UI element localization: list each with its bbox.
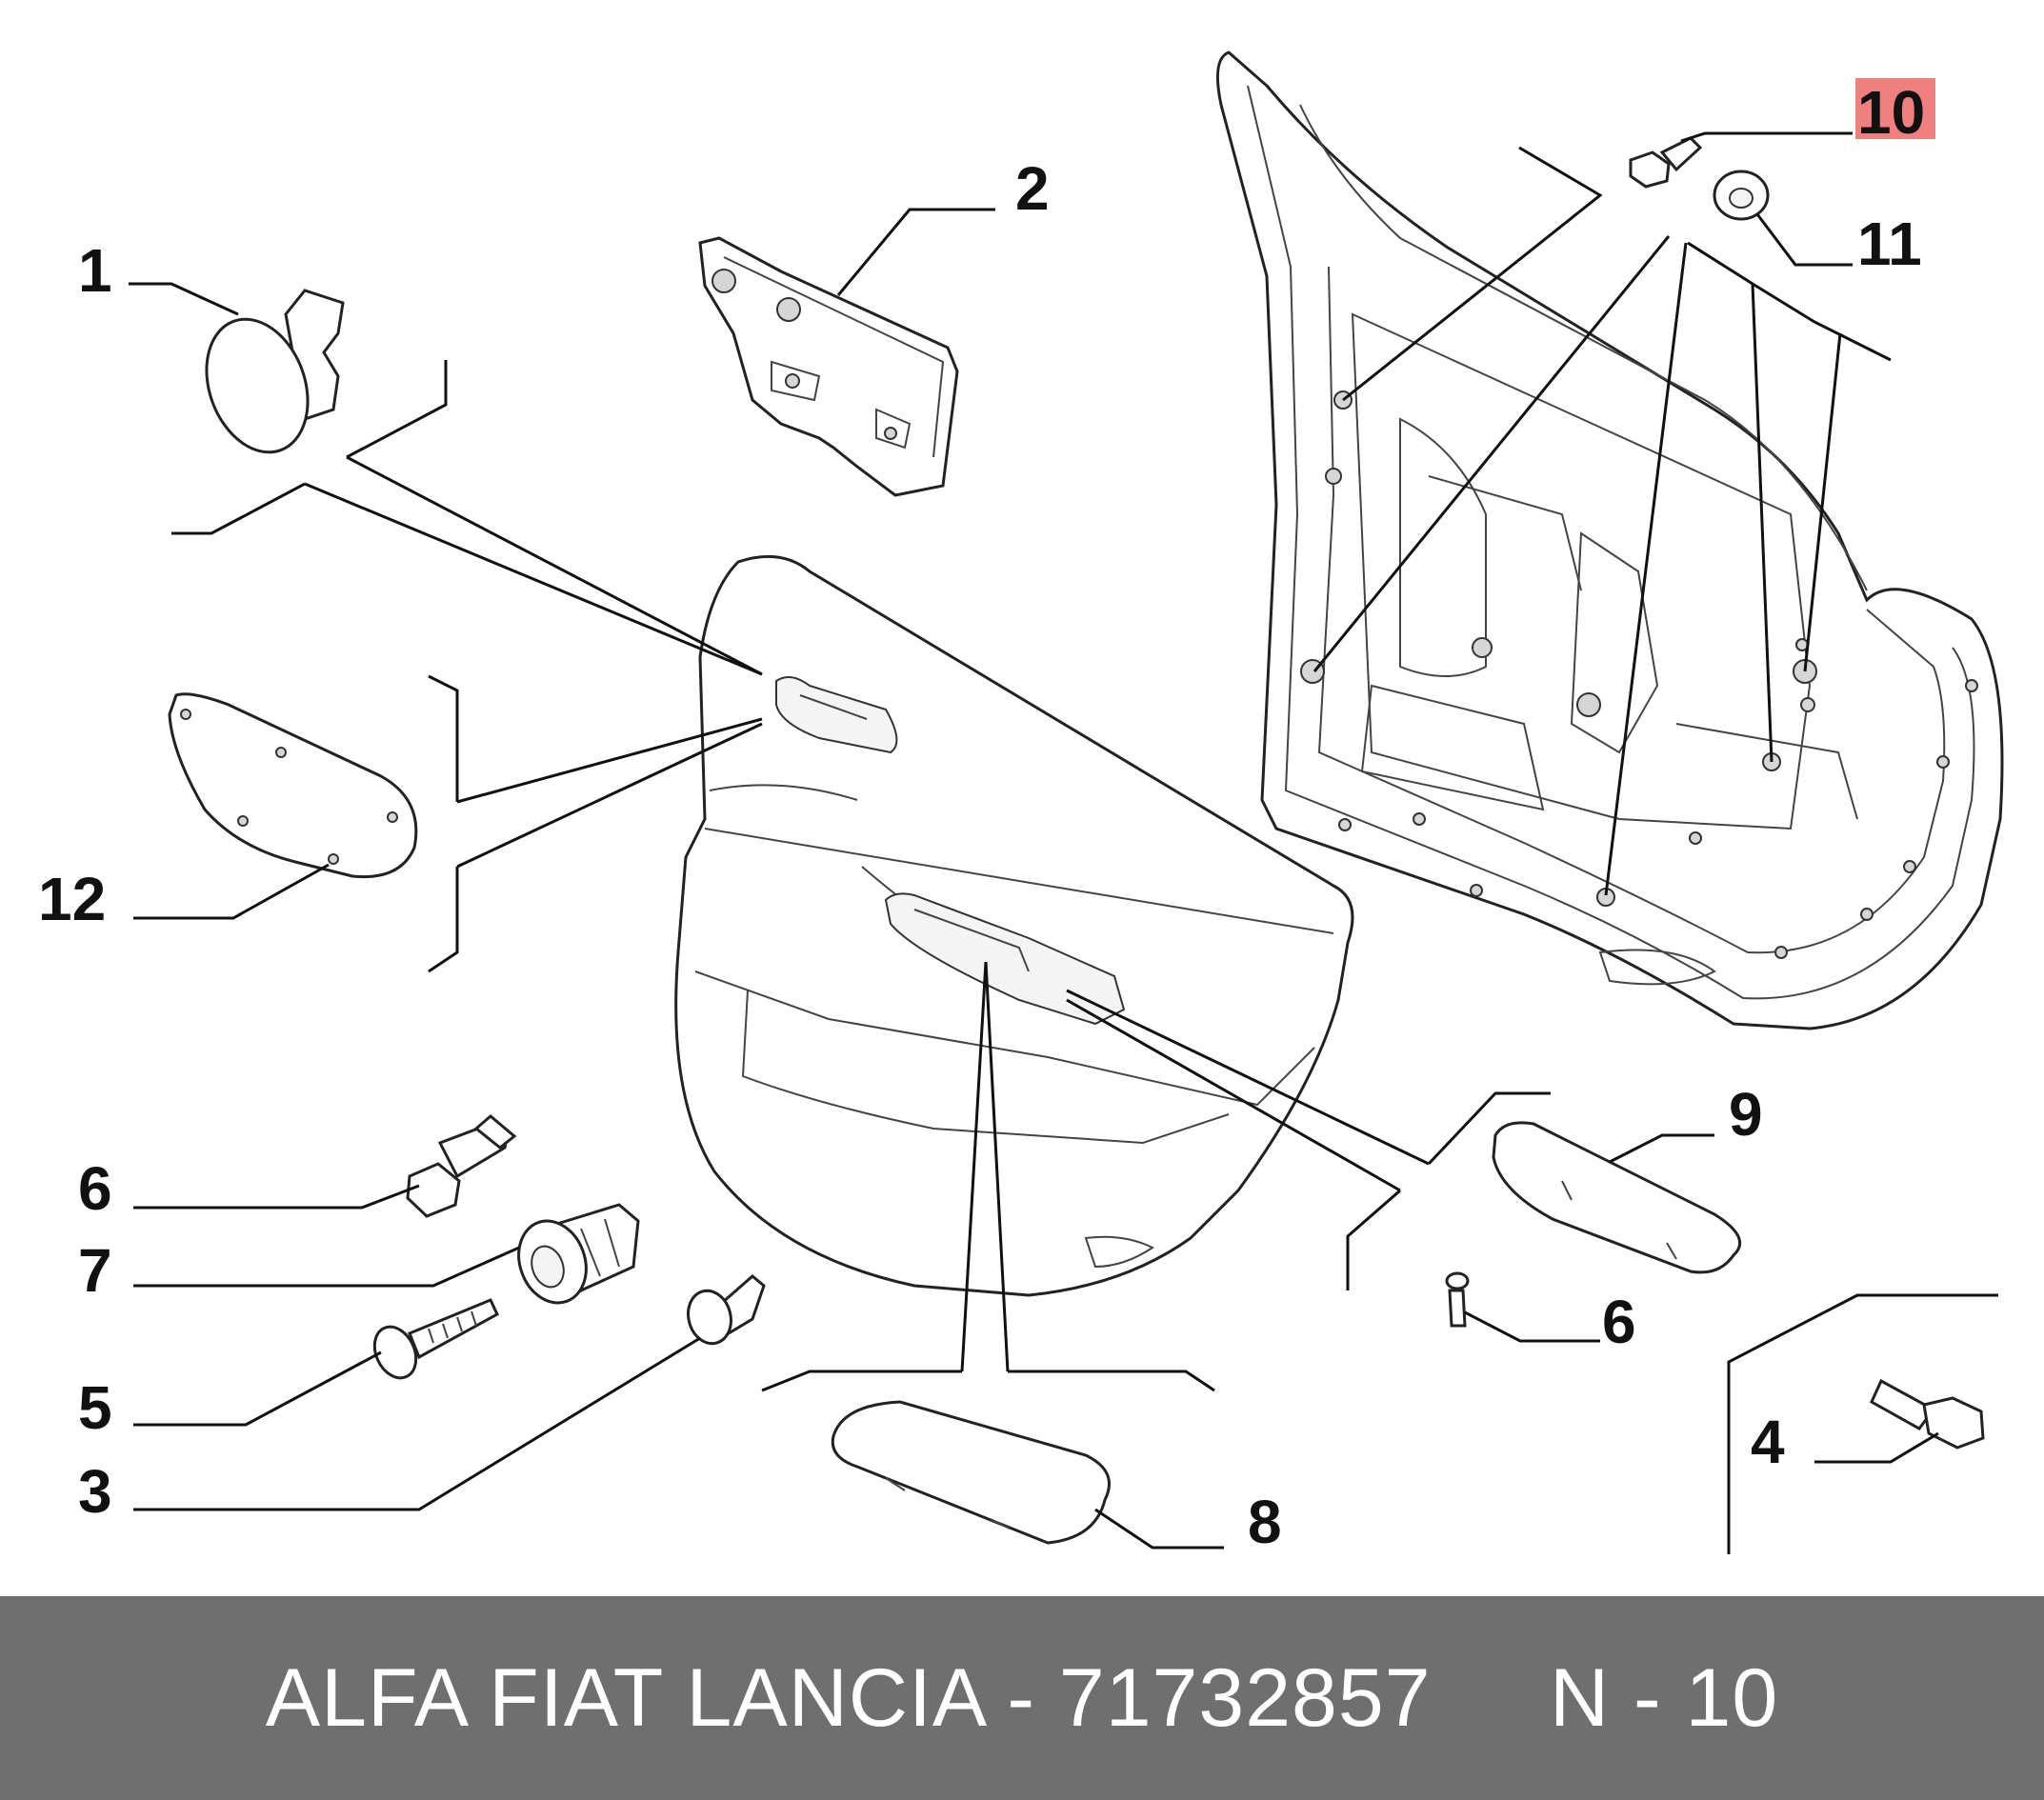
label-5: 5 [78, 1373, 112, 1442]
door-frame-drawing [1215, 50, 2004, 1030]
highlight-box-10 [1855, 78, 1935, 139]
part-number-footer: ALFA FIAT LANCIA - 71732857 N - 10 [0, 1596, 2044, 1800]
label-8: 8 [1248, 1488, 1282, 1556]
footer-part-number-text: ALFA FIAT LANCIA - 71732857 N - 10 [265, 1651, 1779, 1744]
callout-labels: 1 2 10 11 12 6 7 5 3 8 9 6 4 [38, 78, 1935, 1556]
label-6-left: 6 [78, 1154, 112, 1223]
door-trim-panel-drawing [674, 554, 1354, 1297]
label-7: 7 [78, 1236, 112, 1305]
part-5-screw-drawing [372, 1298, 499, 1380]
label-10: 10 [1857, 78, 1925, 147]
label-12: 12 [38, 865, 106, 933]
label-11: 11 [1857, 210, 1922, 278]
label-3: 3 [78, 1457, 112, 1526]
part-8-cover-drawing [831, 1400, 1111, 1545]
label-9: 9 [1729, 1080, 1763, 1149]
part-10-bolt-drawing [1629, 136, 1703, 189]
label-6-right: 6 [1602, 1288, 1636, 1356]
part-6-stud-bolt-drawing [406, 1114, 517, 1218]
label-2: 2 [1015, 154, 1050, 223]
part-6-small-screw-drawing [1445, 1271, 1470, 1328]
part-12-pad-drawing [168, 692, 418, 879]
leader-lines [129, 131, 1998, 1554]
part-7-clip-drawing [517, 1203, 640, 1305]
part-11-grommet-drawing [1713, 170, 1770, 221]
exploded-parts-diagram: 1 2 10 11 12 6 7 5 3 8 9 6 4 [38, 50, 2004, 1556]
part-2-bracket-drawing [698, 236, 959, 497]
part-4-bolt-drawing [1870, 1378, 1985, 1450]
label-4: 4 [1751, 1408, 1785, 1476]
part-1-round-cap-drawing [205, 289, 345, 454]
part-3-push-pin-drawing [687, 1274, 766, 1346]
part-9-handle-drawing [1492, 1121, 1742, 1274]
label-1: 1 [78, 236, 112, 305]
